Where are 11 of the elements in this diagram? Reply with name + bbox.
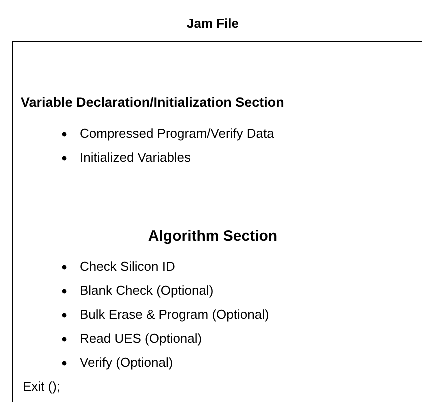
list-item: Verify (Optional): [80, 356, 174, 369]
list-item: Check Silicon ID: [80, 260, 176, 273]
section-heading: Variable Declaration/Initialization Section: [21, 96, 284, 110]
section-heading: Algorithm Section: [148, 229, 278, 244]
list-item: Initialized Variables: [80, 151, 192, 164]
list-item: Read UES (Optional): [80, 332, 202, 345]
code-line: Exit ();: [23, 380, 61, 393]
list-item: Compressed Program/Verify Data: [80, 127, 274, 140]
list-item: Bulk Erase & Program (Optional): [80, 308, 270, 321]
list-item: Blank Check (Optional): [80, 284, 214, 297]
node-heading: Jam File: [186, 17, 240, 30]
